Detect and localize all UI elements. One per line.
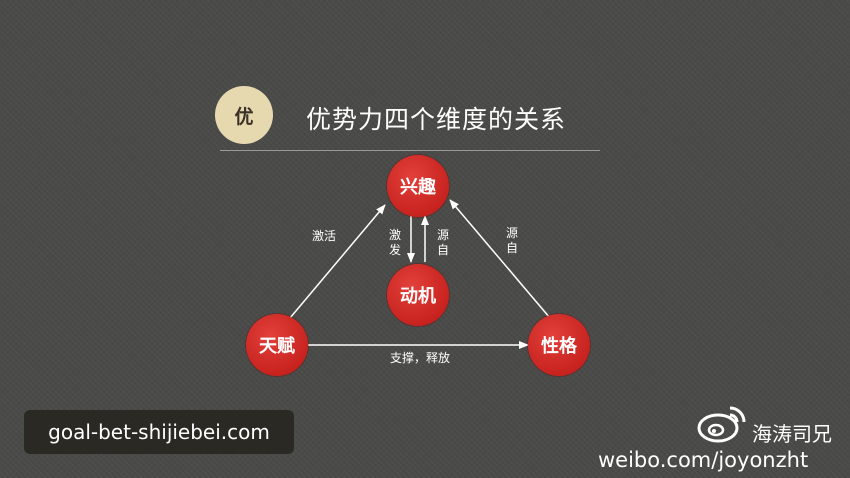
- label-support-release: 支撑，释放: [390, 351, 451, 365]
- weibo-username: 海涛司兄: [752, 422, 832, 446]
- node-talent: 天赋: [246, 314, 308, 376]
- edge-talent-interest: [281, 204, 386, 328]
- label-origin-motivation: 源自: [436, 228, 449, 257]
- weibo-url: weibo.com/joyonzht: [598, 448, 809, 472]
- label-inspire: 激发: [388, 228, 401, 257]
- node-interest: 兴趣: [387, 155, 449, 217]
- node-motivation-label: 动机: [400, 286, 436, 307]
- label-origin-personality: 源自: [505, 226, 518, 255]
- node-motivation: 动机: [387, 264, 449, 326]
- weibo-icon: [697, 406, 746, 443]
- label-activate: 激活: [312, 229, 337, 243]
- node-talent-label: 天赋: [259, 336, 295, 357]
- title-badge: 优: [215, 86, 273, 144]
- node-personality-label: 性格: [541, 336, 577, 357]
- node-personality: 性格: [528, 314, 590, 376]
- node-interest-label: 兴趣: [400, 177, 436, 198]
- site-watermark: goal-bet-shijiebei.com: [24, 410, 294, 454]
- edge-personality-interest: [449, 199, 551, 319]
- page-title: 优势力四个维度的关系: [306, 105, 567, 134]
- site-watermark-text: goal-bet-shijiebei.com: [48, 420, 270, 444]
- title-divider: [220, 150, 600, 151]
- title-badge-text: 优: [234, 105, 254, 128]
